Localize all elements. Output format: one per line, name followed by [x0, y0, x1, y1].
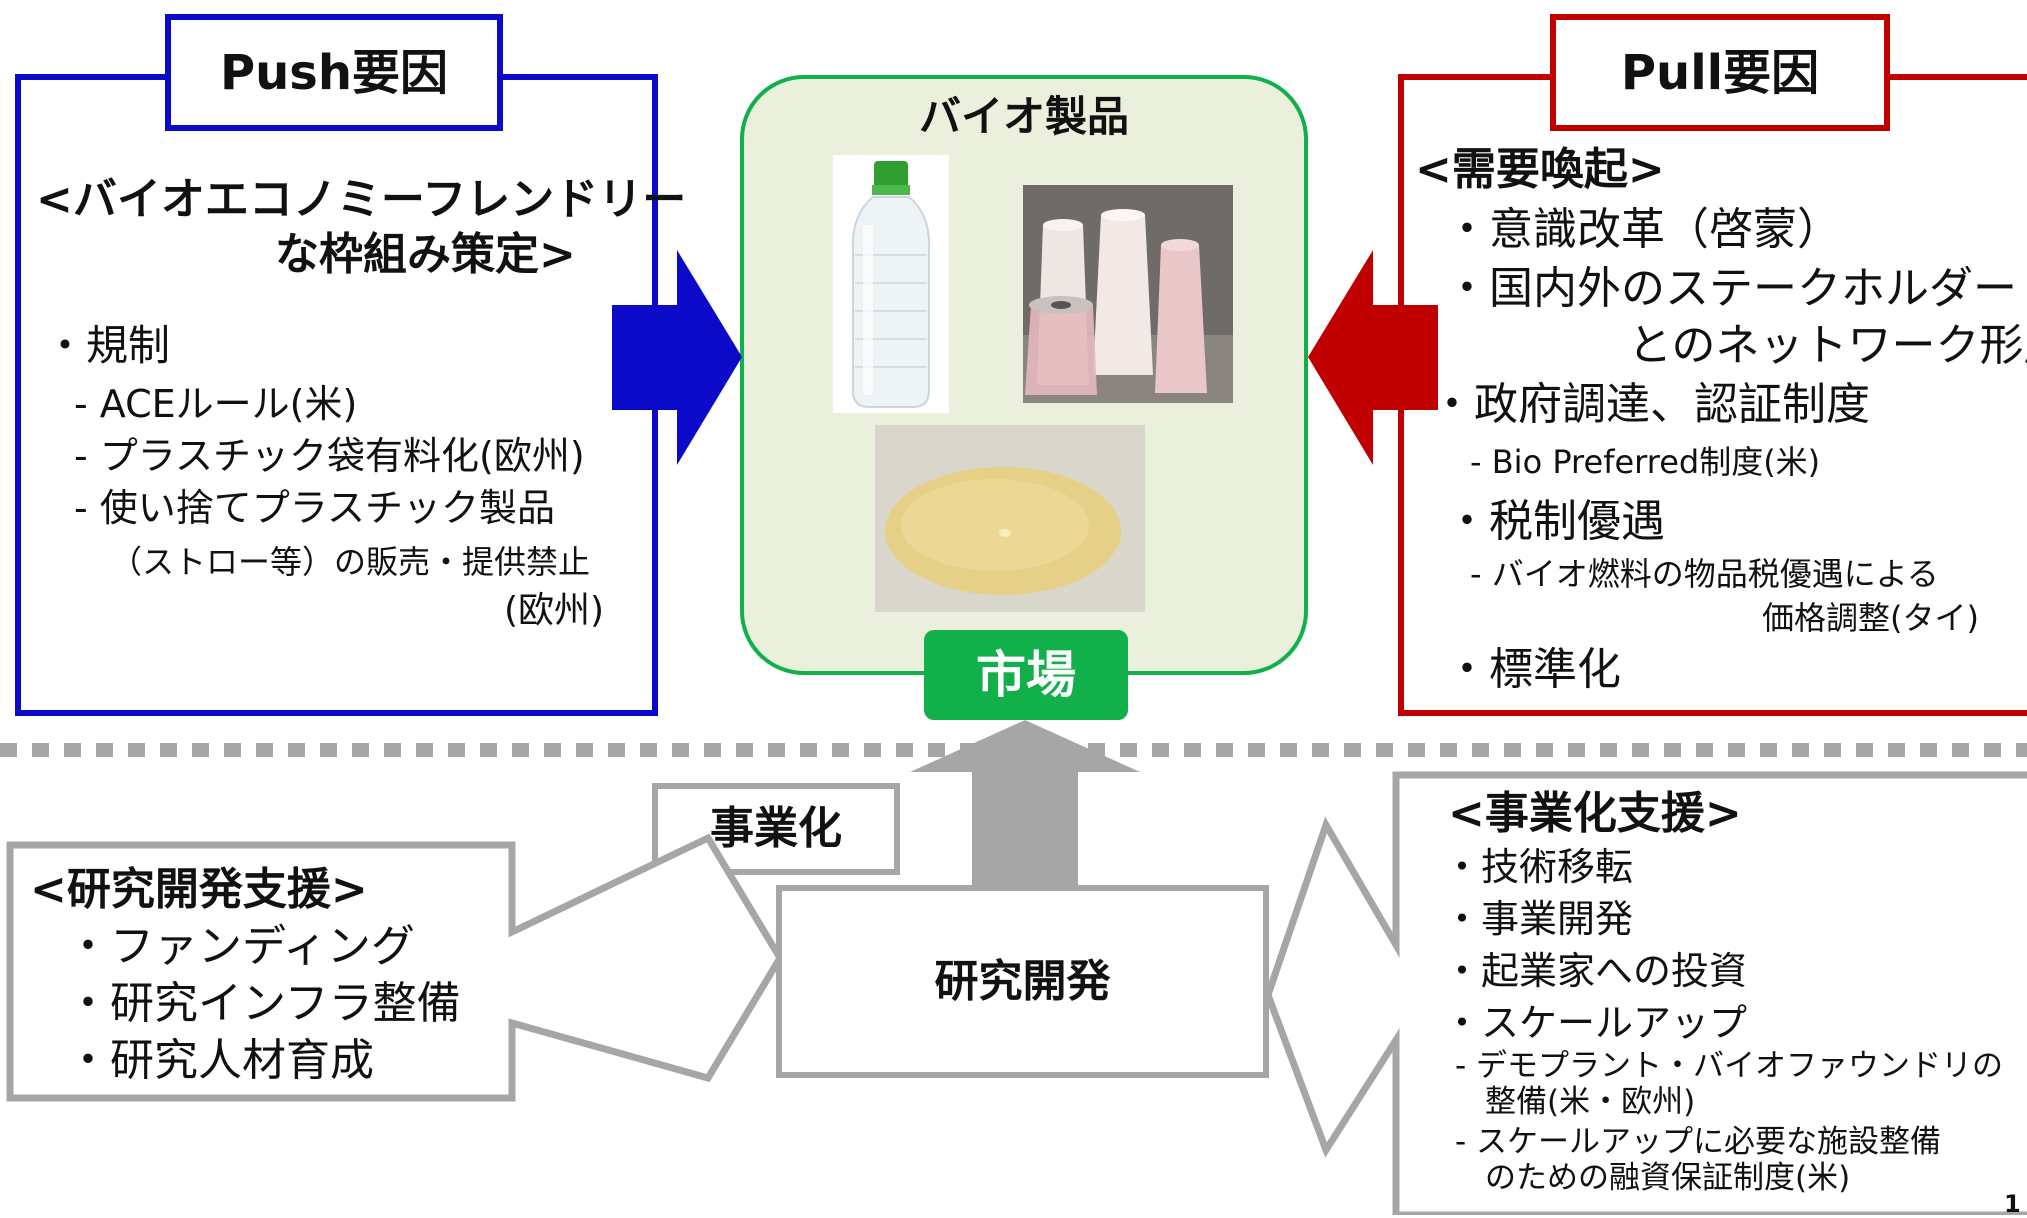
bio-resin-image	[875, 425, 1145, 612]
pull-item-tax: ・税制優遇	[1445, 496, 1665, 547]
pull-item-network: とのネットワーク形成	[1628, 320, 2027, 371]
biz-support-heading: <事業化支援>	[1448, 788, 1742, 839]
biz-support-item-investment: ・起業家への投資	[1443, 949, 1748, 993]
pull-item-biopreferred: - Bio Preferred制度(米)	[1470, 443, 1821, 481]
pull-item-stakeholder: ・国内外のステークホルダー	[1445, 263, 2017, 314]
push-heading-line2: な枠組み策定>	[275, 229, 576, 280]
bio-products-title: バイオ製品	[918, 92, 1129, 141]
yarn-spools-image	[1023, 185, 1233, 403]
pull-heading: <需要喚起>	[1415, 144, 1665, 195]
push-item-eu: (欧州)	[504, 590, 605, 631]
push-item-straw: （ストロー等）の販売・提供禁止	[110, 543, 591, 581]
pull-arrow	[1308, 250, 1438, 465]
market-label: 市場	[976, 646, 1076, 704]
pull-item-standard: ・標準化	[1445, 644, 1621, 695]
rd-support-callout	[6, 833, 785, 1102]
biz-support-item-demoplant-2: 整備(米・欧州)	[1485, 1084, 1696, 1120]
push-item-disposable: - 使い捨てプラスチック製品	[74, 486, 556, 530]
biz-support-item-transfer: ・技術移転	[1443, 845, 1634, 889]
rd-support-item-talent: ・研究人材育成	[66, 1035, 374, 1086]
pull-item-awareness: ・意識改革（啓蒙）	[1445, 204, 1841, 255]
biz-support-item-bizdev: ・事業開発	[1443, 897, 1634, 941]
rd-support-item-funding: ・ファンディング	[66, 921, 415, 972]
biz-support-item-loan-2: のための融資保証制度(米)	[1485, 1160, 1851, 1196]
pull-title: Pull要因	[1620, 44, 1820, 101]
push-title-box	[165, 14, 503, 131]
push-item-regulation: ・規制	[44, 321, 171, 370]
push-item-plastic-bag: - プラスチック袋有料化(欧州)	[74, 434, 585, 478]
commercialization-arrow	[910, 720, 1140, 890]
push-title: Push要因	[219, 44, 449, 101]
biz-support-item-loan: - スケールアップに必要な施設整備	[1455, 1124, 1942, 1160]
market-badge	[924, 630, 1128, 720]
push-item-ace: - ACEルール(米)	[74, 382, 358, 426]
page-number: 1	[2004, 1190, 2021, 1218]
biz-support-item-demoplant: - デモプラント・バイオファウンドリの	[1455, 1048, 2004, 1084]
rd-support-item-infra: ・研究インフラ整備	[66, 978, 461, 1029]
pull-title-box	[1550, 14, 1890, 131]
biz-support-item-scaleup: ・スケールアップ	[1443, 1001, 1748, 1045]
pull-item-biofuel: - バイオ燃料の物品税優遇による	[1470, 555, 1939, 593]
pull-item-procurement: ・政府調達、認証制度	[1430, 379, 1870, 430]
jigyouka-label: 事業化	[710, 803, 842, 854]
water-bottle-image	[833, 155, 949, 413]
rd-box	[776, 885, 1269, 1078]
push-heading-line1: <バイオエコノミーフレンドリー	[36, 174, 687, 225]
push-arrow	[612, 250, 742, 465]
pull-item-price: 価格調整(タイ)	[1762, 599, 1979, 637]
rd-support-heading: <研究開発支援>	[30, 864, 368, 915]
rd-label: 研究開発	[934, 955, 1111, 1007]
